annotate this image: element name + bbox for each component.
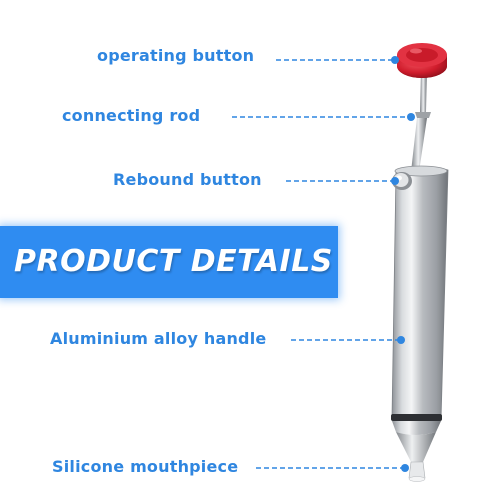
leader-dot-connecting-rod xyxy=(407,113,415,121)
label-connecting-rod: connecting rod xyxy=(62,106,201,125)
label-silicone-mouthpiece: Silicone mouthpiece xyxy=(52,457,239,476)
aluminium-handle-part xyxy=(391,165,449,435)
leader-dot-operating-button xyxy=(391,56,399,64)
leader-dot-silicone-mouthpiece xyxy=(401,464,409,472)
operating-button-part xyxy=(397,43,447,78)
banner-title: PRODUCT DETAILS xyxy=(14,244,333,279)
product-details-banner: PRODUCT DETAILS xyxy=(0,226,338,298)
label-rebound-button: Rebound button xyxy=(113,170,262,189)
label-operating-button: operating button xyxy=(97,46,255,65)
leader-dots xyxy=(391,56,415,472)
leader-lines xyxy=(232,59,408,469)
leader-dot-rebound-button xyxy=(391,177,399,185)
leader-dot-aluminium-handle xyxy=(397,336,405,344)
label-aluminium-handle: Aluminium alloy handle xyxy=(50,329,267,348)
silicone-mouthpiece-part xyxy=(396,432,436,482)
